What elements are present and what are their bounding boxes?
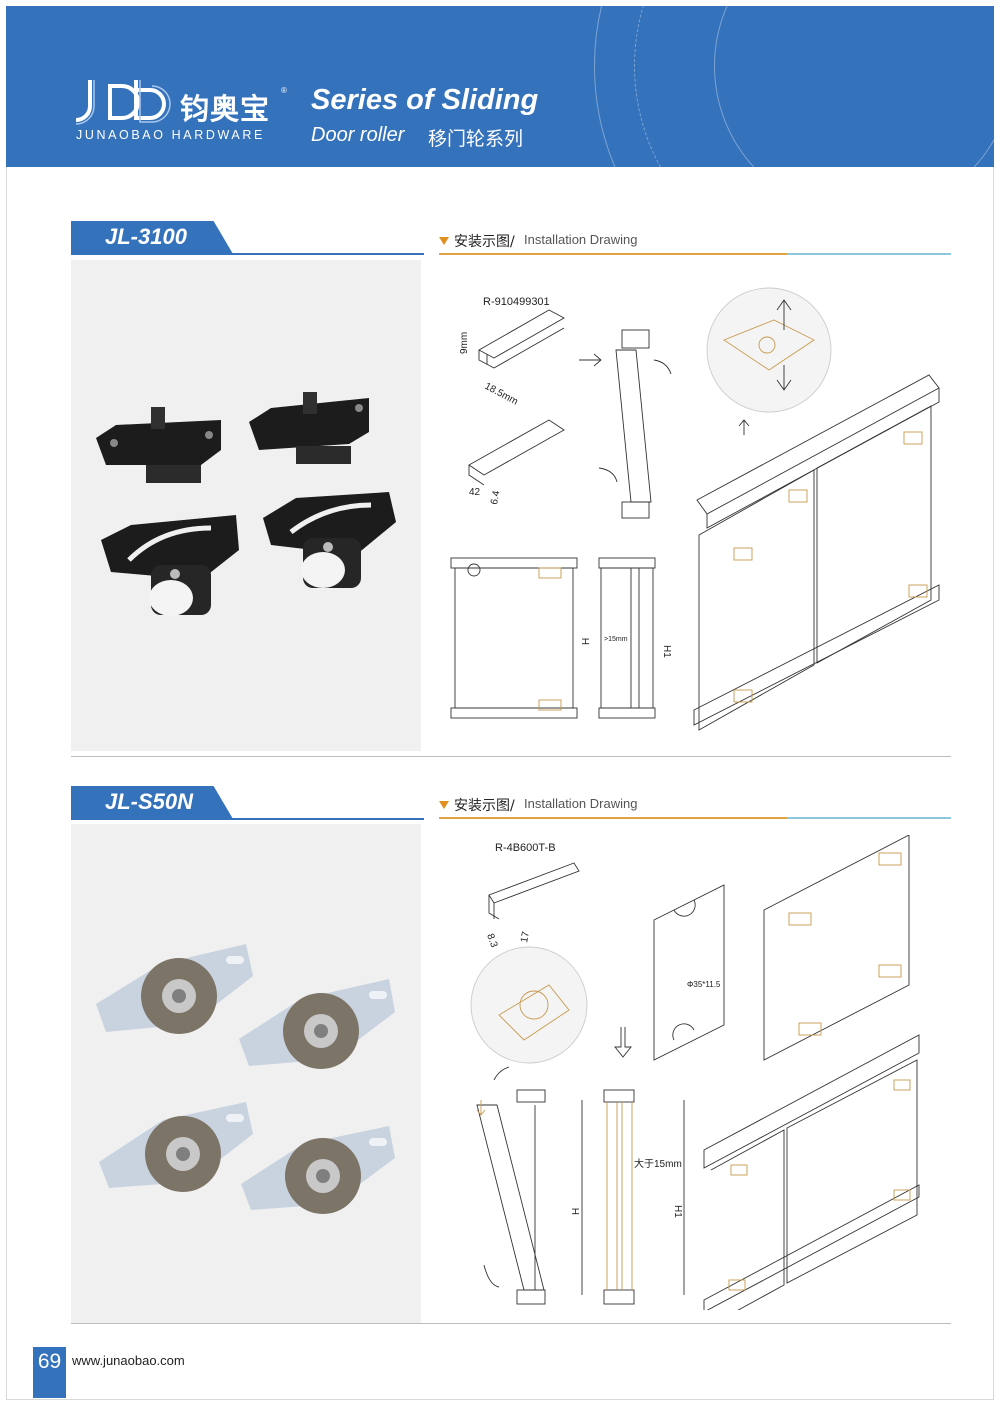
roller-photo-illustration — [96, 944, 395, 1214]
dim-H1: H1 — [672, 1205, 683, 1218]
dim-d2: 6.4 — [489, 489, 502, 505]
tab-underline — [71, 818, 424, 820]
product-model-tab: JL-3100 — [71, 221, 233, 254]
page-number: 69 — [33, 1347, 66, 1398]
roller-part-bottom-left — [101, 515, 239, 616]
header-decoration — [634, 6, 994, 167]
product-photo-panel — [71, 260, 421, 751]
dim-H: H — [581, 638, 592, 645]
dim-d1: 42 — [469, 487, 481, 498]
header-decoration — [594, 6, 994, 167]
section-separator — [71, 1323, 951, 1324]
roller-part-top-right — [249, 392, 369, 464]
installation-drawing-jls50n: R-4B600T-B 8.3 17 Φ35*11.5 — [470, 835, 920, 1310]
dim-d1: 8.3 — [484, 932, 499, 949]
dim-width: 18.5mm — [483, 381, 520, 408]
installation-drawing-header: 安装示图/ Installation Drawing — [439, 792, 951, 822]
installation-label-en: Installation Drawing — [524, 796, 638, 811]
website-url[interactable]: www.junaobao.com — [72, 1353, 185, 1368]
dim-H: H — [571, 1208, 582, 1215]
installation-label-cn: 安装示图/ — [454, 798, 515, 814]
roller-part-1 — [96, 944, 253, 1034]
installation-label-en: Installation Drawing — [524, 232, 638, 247]
dim-gap: 大于15mm — [634, 1157, 682, 1170]
series-title: Series of Sliding — [311, 84, 539, 116]
roller-part-bottom-right — [263, 492, 396, 588]
track-code: R-4B600T-B — [495, 842, 556, 854]
installation-underline — [439, 253, 951, 255]
roller-part-4 — [241, 1126, 395, 1214]
brand-name-cn: 钧奥宝 — [180, 92, 271, 126]
section-separator — [71, 756, 951, 757]
triangle-marker-icon — [439, 237, 449, 245]
series-subtitle: Door roller — [311, 124, 405, 146]
triangle-marker-icon — [439, 801, 449, 809]
track-code: R-910499301 — [483, 296, 550, 308]
product-photo-panel — [71, 824, 421, 1323]
dim-hole: Φ35*11.5 — [687, 980, 721, 989]
roller-part-3 — [99, 1102, 253, 1192]
catalog-header: 钧奥宝 ® JUNAOBAO HARDWARE Series of Slidin… — [6, 6, 994, 167]
installation-drawing-header: 安装示图/ Installation Drawing — [439, 228, 951, 258]
registered-mark: ® — [281, 86, 287, 95]
installation-drawing-jl3100: R-910499301 9mm 18.5mm 42 6.4 — [450, 287, 940, 731]
dim-d2: 17 — [519, 930, 532, 943]
header-decoration — [714, 6, 994, 167]
tab-underline — [71, 253, 424, 255]
brand-name-en: JUNAOBAO HARDWARE — [76, 128, 265, 142]
product-model-tab: JL-S50N — [71, 786, 233, 819]
roller-part-2 — [239, 979, 395, 1069]
dim-height: 9mm — [459, 332, 470, 354]
installation-label-cn: 安装示图/ — [454, 234, 515, 250]
dim-H1: H1 — [661, 645, 672, 658]
roller-part-top-left — [96, 407, 221, 483]
installation-underline — [439, 817, 951, 819]
series-subtitle-cn: 移门轮系列 — [428, 128, 524, 150]
roller-photo-illustration — [96, 392, 396, 616]
dim-gap: >15mm — [604, 636, 628, 643]
brand-logo-mark — [75, 80, 171, 125]
